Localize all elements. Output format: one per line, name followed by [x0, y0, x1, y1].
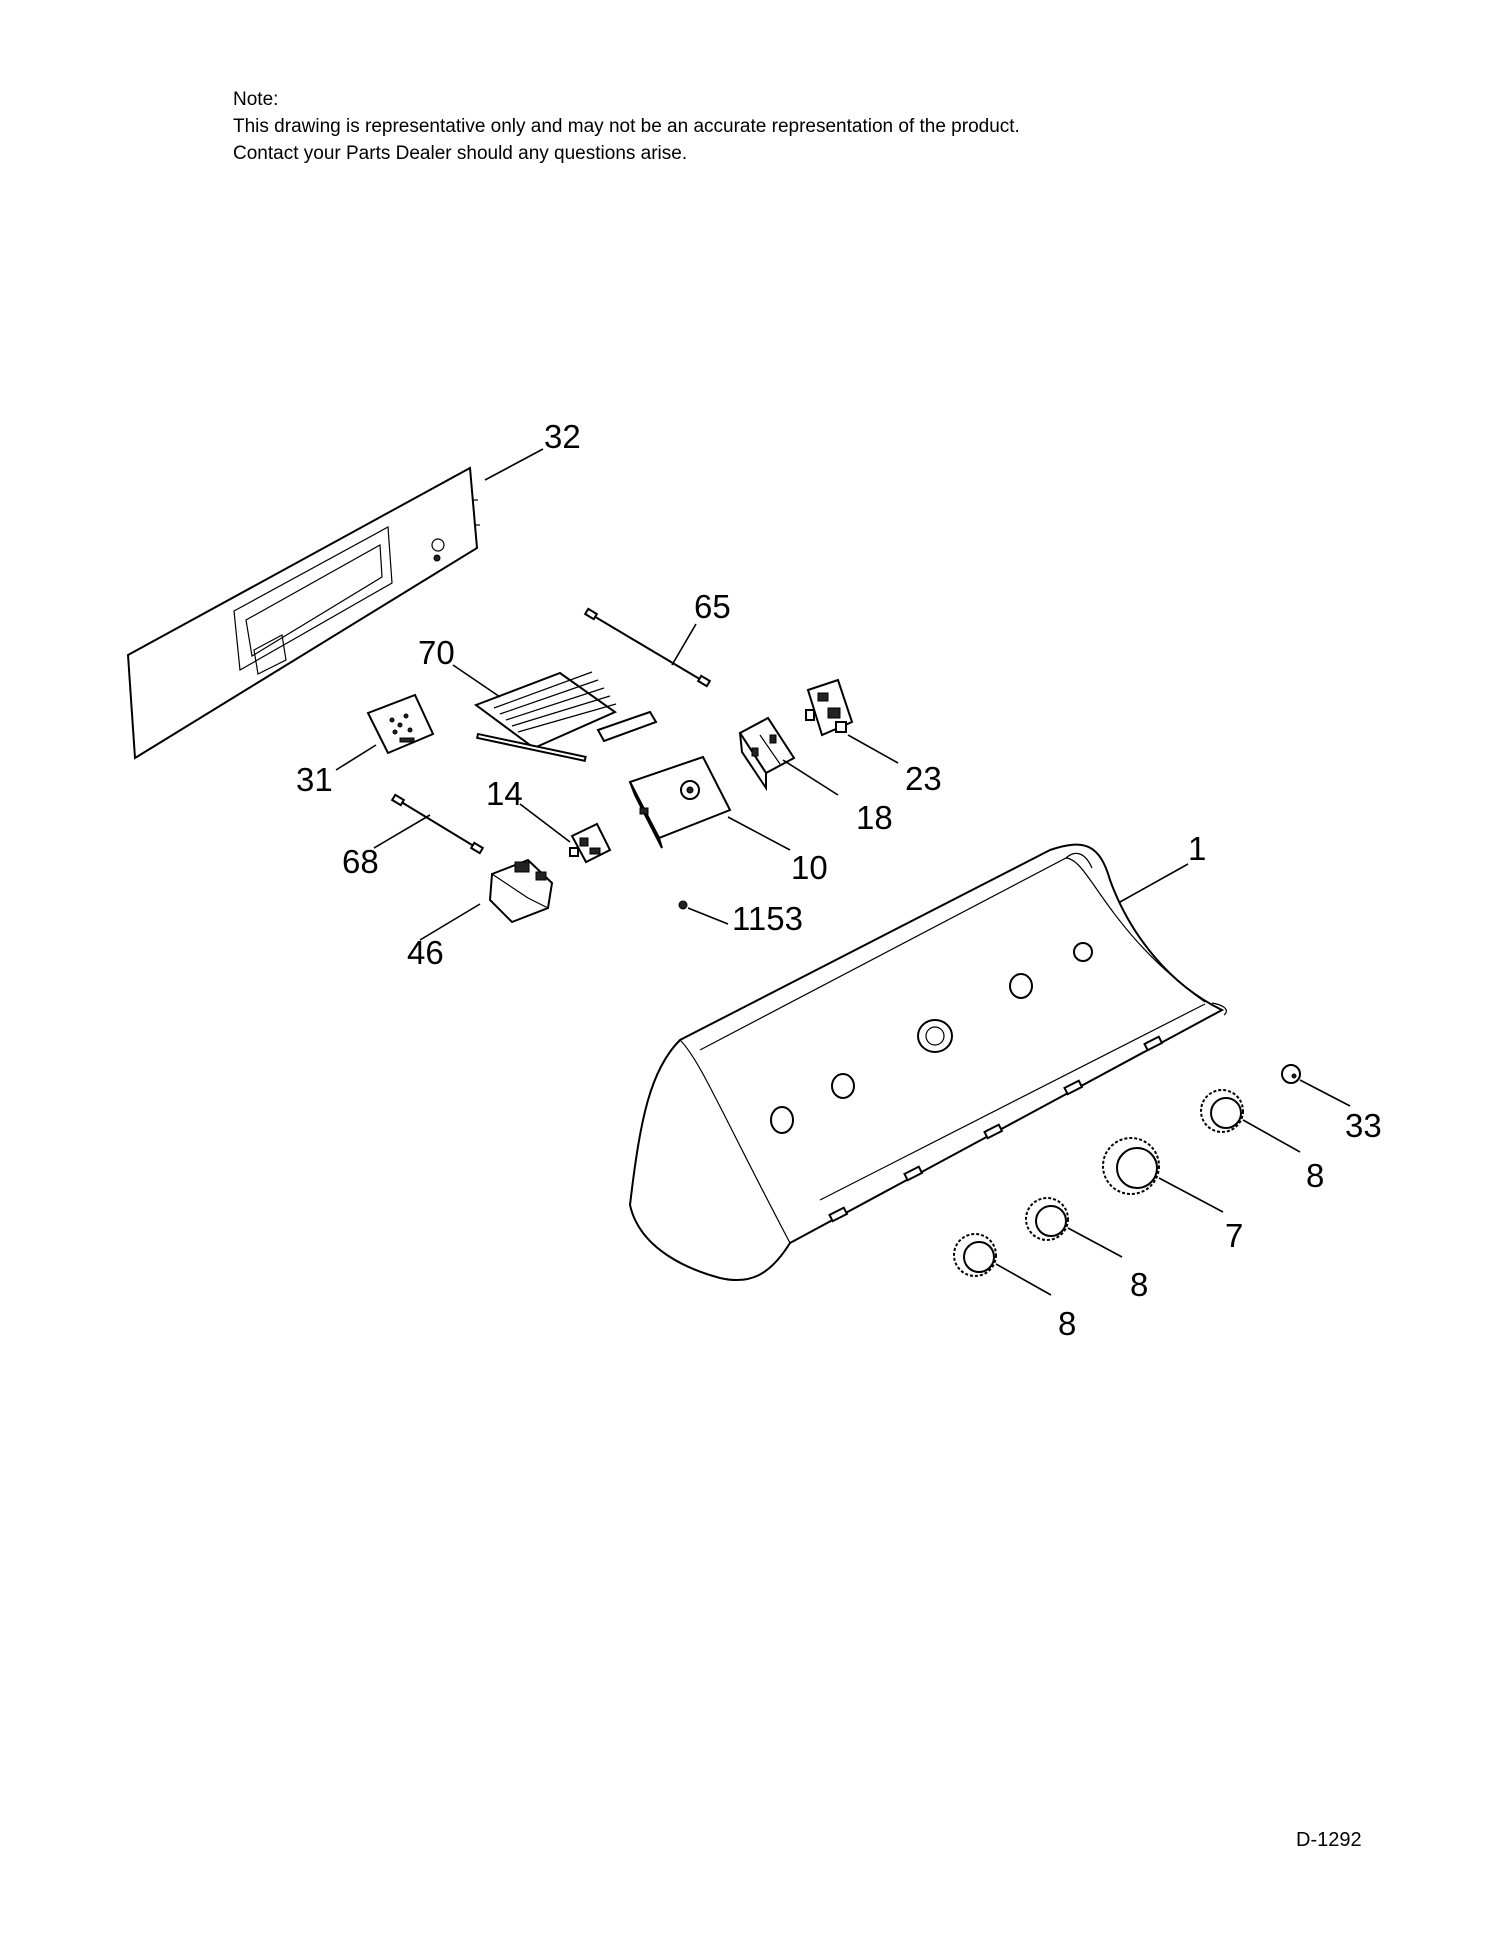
callout-8-middle: 8 [1130, 1266, 1148, 1303]
callout-1: 1 [1188, 830, 1206, 867]
timer-part-10 [628, 755, 732, 849]
callout-10: 10 [791, 849, 828, 886]
console-knob-openings [770, 942, 1093, 1134]
callout-14: 14 [486, 775, 523, 812]
control-console-part-1 [628, 843, 1227, 1282]
button-part-33 [1281, 1064, 1301, 1084]
wire-part-68 [390, 793, 485, 855]
wire-part-65 [583, 607, 712, 688]
switch-part-18 [738, 716, 796, 792]
document-number: D-1292 [1296, 1829, 1362, 1851]
callout-labels: 32 65 70 31 23 14 18 10 68 1 1153 46 33 … [296, 418, 1382, 1342]
callout-8-right: 8 [1306, 1157, 1324, 1194]
leader-lines [335, 448, 1351, 1296]
knob-part-8-right [1200, 1089, 1244, 1133]
switch-part-23 [805, 678, 854, 737]
callout-70: 70 [418, 634, 455, 671]
note-line-2: Contact your Parts Dealer should any que… [233, 143, 688, 164]
callout-31: 31 [296, 761, 333, 798]
callout-18: 18 [856, 799, 893, 836]
callout-68: 68 [342, 843, 379, 880]
callout-46: 46 [407, 934, 444, 971]
note-line-1: This drawing is representative only and … [233, 116, 1020, 137]
note-heading: Note: [233, 89, 279, 110]
knob-part-8-left [953, 1233, 997, 1277]
callout-1153: 1153 [732, 900, 803, 937]
rear-panel-part-32 [126, 466, 480, 760]
wire-harness-part-70 [473, 671, 658, 762]
callout-33: 33 [1345, 1107, 1382, 1144]
switch-part-14 [569, 822, 612, 864]
drawing-note: Note: This drawing is representative onl… [233, 86, 1020, 167]
screw-part-1153 [678, 900, 688, 910]
callout-8-left: 8 [1058, 1305, 1076, 1342]
callout-7: 7 [1225, 1217, 1243, 1254]
knob-part-7 [1102, 1137, 1160, 1195]
console-tabs [828, 1035, 1164, 1223]
pressure-switch-part-46 [488, 858, 554, 924]
callout-32: 32 [544, 418, 581, 455]
board-part-31 [366, 693, 435, 755]
callout-23: 23 [905, 760, 942, 797]
knob-part-8-middle [1025, 1197, 1069, 1241]
callout-65: 65 [694, 588, 731, 625]
